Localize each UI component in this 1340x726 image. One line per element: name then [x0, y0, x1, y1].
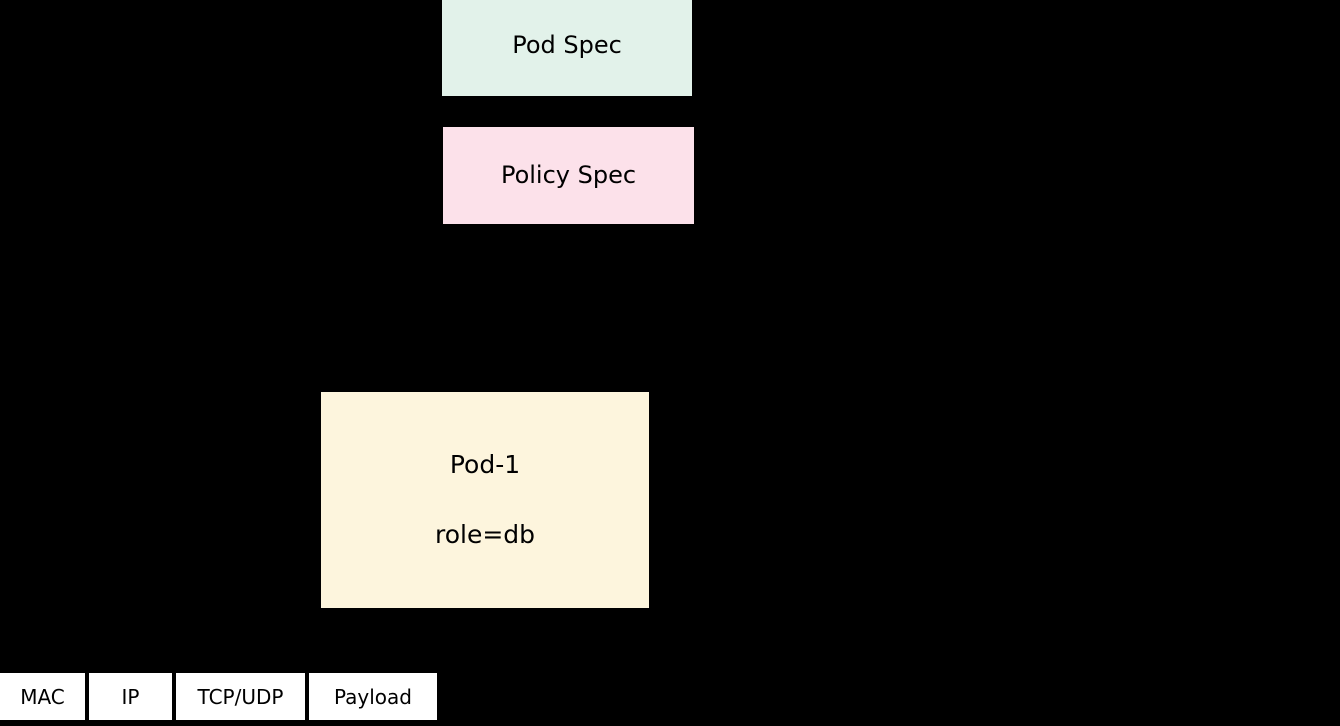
node-policy-spec-label: Policy Spec: [500, 160, 637, 189]
packet-field-mac[interactable]: MAC: [0, 673, 85, 720]
network-packet-strip: MAC IP TCP/UDP Payload: [0, 673, 437, 720]
packet-field-payload-label: Payload: [334, 684, 412, 709]
node-pod-1[interactable]: Pod-1 role=db: [321, 392, 649, 608]
packet-field-ip-label: IP: [121, 684, 140, 709]
packet-field-tcp-udp-label: TCP/UDP: [197, 684, 284, 709]
node-pod-spec-label: Pod Spec: [512, 31, 622, 60]
packet-field-ip[interactable]: IP: [89, 673, 172, 720]
packet-field-mac-label: MAC: [20, 684, 65, 709]
packet-field-tcp-udp[interactable]: TCP/UDP: [176, 673, 305, 720]
node-pod-spec[interactable]: Pod Spec: [442, 0, 692, 96]
node-policy-spec[interactable]: Policy Spec: [443, 127, 694, 224]
node-pod-1-label: Pod-1: [449, 449, 521, 479]
packet-field-payload[interactable]: Payload: [309, 673, 437, 720]
node-pod-1-sublabel: role=db: [434, 519, 536, 549]
